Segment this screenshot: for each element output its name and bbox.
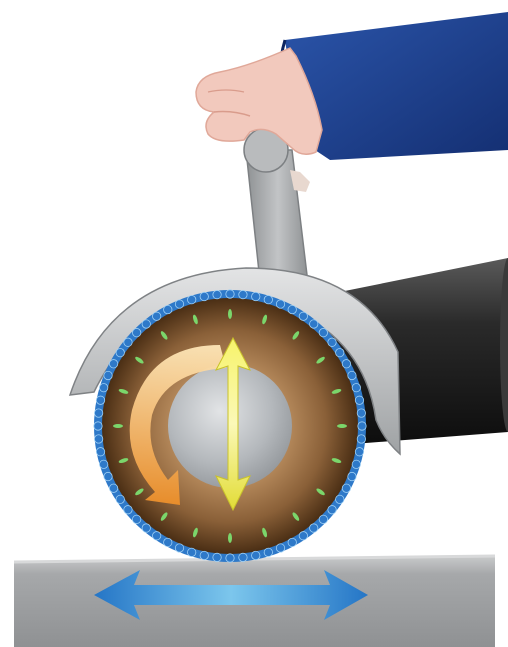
dash-mark <box>228 533 232 543</box>
bead <box>310 524 318 532</box>
bead <box>132 328 140 336</box>
bead <box>336 348 344 356</box>
bead <box>288 305 296 313</box>
bead <box>357 435 365 443</box>
bead <box>213 553 221 561</box>
bead <box>109 360 117 368</box>
bead <box>226 554 234 562</box>
bead <box>96 396 104 404</box>
bead <box>342 360 350 368</box>
bead <box>355 396 363 404</box>
bead <box>164 305 172 313</box>
bead <box>358 422 366 430</box>
bead <box>187 548 195 556</box>
bead <box>94 409 102 417</box>
bead <box>276 544 284 552</box>
bead <box>348 371 356 379</box>
bead <box>299 532 307 540</box>
bead <box>187 295 195 303</box>
bead <box>175 300 183 308</box>
bead <box>132 515 140 523</box>
bead <box>239 553 247 561</box>
bead <box>252 551 260 559</box>
dash-mark <box>337 424 347 428</box>
bead <box>96 448 104 456</box>
bead <box>348 472 356 480</box>
bead <box>352 460 360 468</box>
bead <box>252 292 260 300</box>
bead <box>104 371 112 379</box>
bead <box>104 472 112 480</box>
bead <box>152 532 160 540</box>
bead <box>276 300 284 308</box>
bead <box>352 383 360 391</box>
bead <box>94 422 102 430</box>
bead <box>328 506 336 514</box>
bead <box>116 495 124 503</box>
bead <box>124 338 132 346</box>
bead <box>299 312 307 320</box>
bead <box>94 435 102 443</box>
dash-mark <box>113 424 123 428</box>
bead <box>200 551 208 559</box>
bead <box>99 460 107 468</box>
bead <box>142 524 150 532</box>
bead <box>342 484 350 492</box>
bead <box>200 292 208 300</box>
bead <box>357 409 365 417</box>
bead <box>213 290 221 298</box>
bead <box>116 348 124 356</box>
bead <box>175 544 183 552</box>
bead <box>109 484 117 492</box>
dash-mark <box>228 309 232 319</box>
bead <box>264 548 272 556</box>
bead <box>310 320 318 328</box>
bead <box>226 290 234 298</box>
bead <box>152 312 160 320</box>
bead <box>328 338 336 346</box>
bead <box>124 506 132 514</box>
bead <box>319 515 327 523</box>
bead <box>336 495 344 503</box>
bead <box>239 290 247 298</box>
bead <box>264 295 272 303</box>
bead <box>142 320 150 328</box>
bead <box>355 448 363 456</box>
bead <box>288 538 296 546</box>
bead <box>99 383 107 391</box>
bead <box>319 328 327 336</box>
bead <box>164 538 172 546</box>
